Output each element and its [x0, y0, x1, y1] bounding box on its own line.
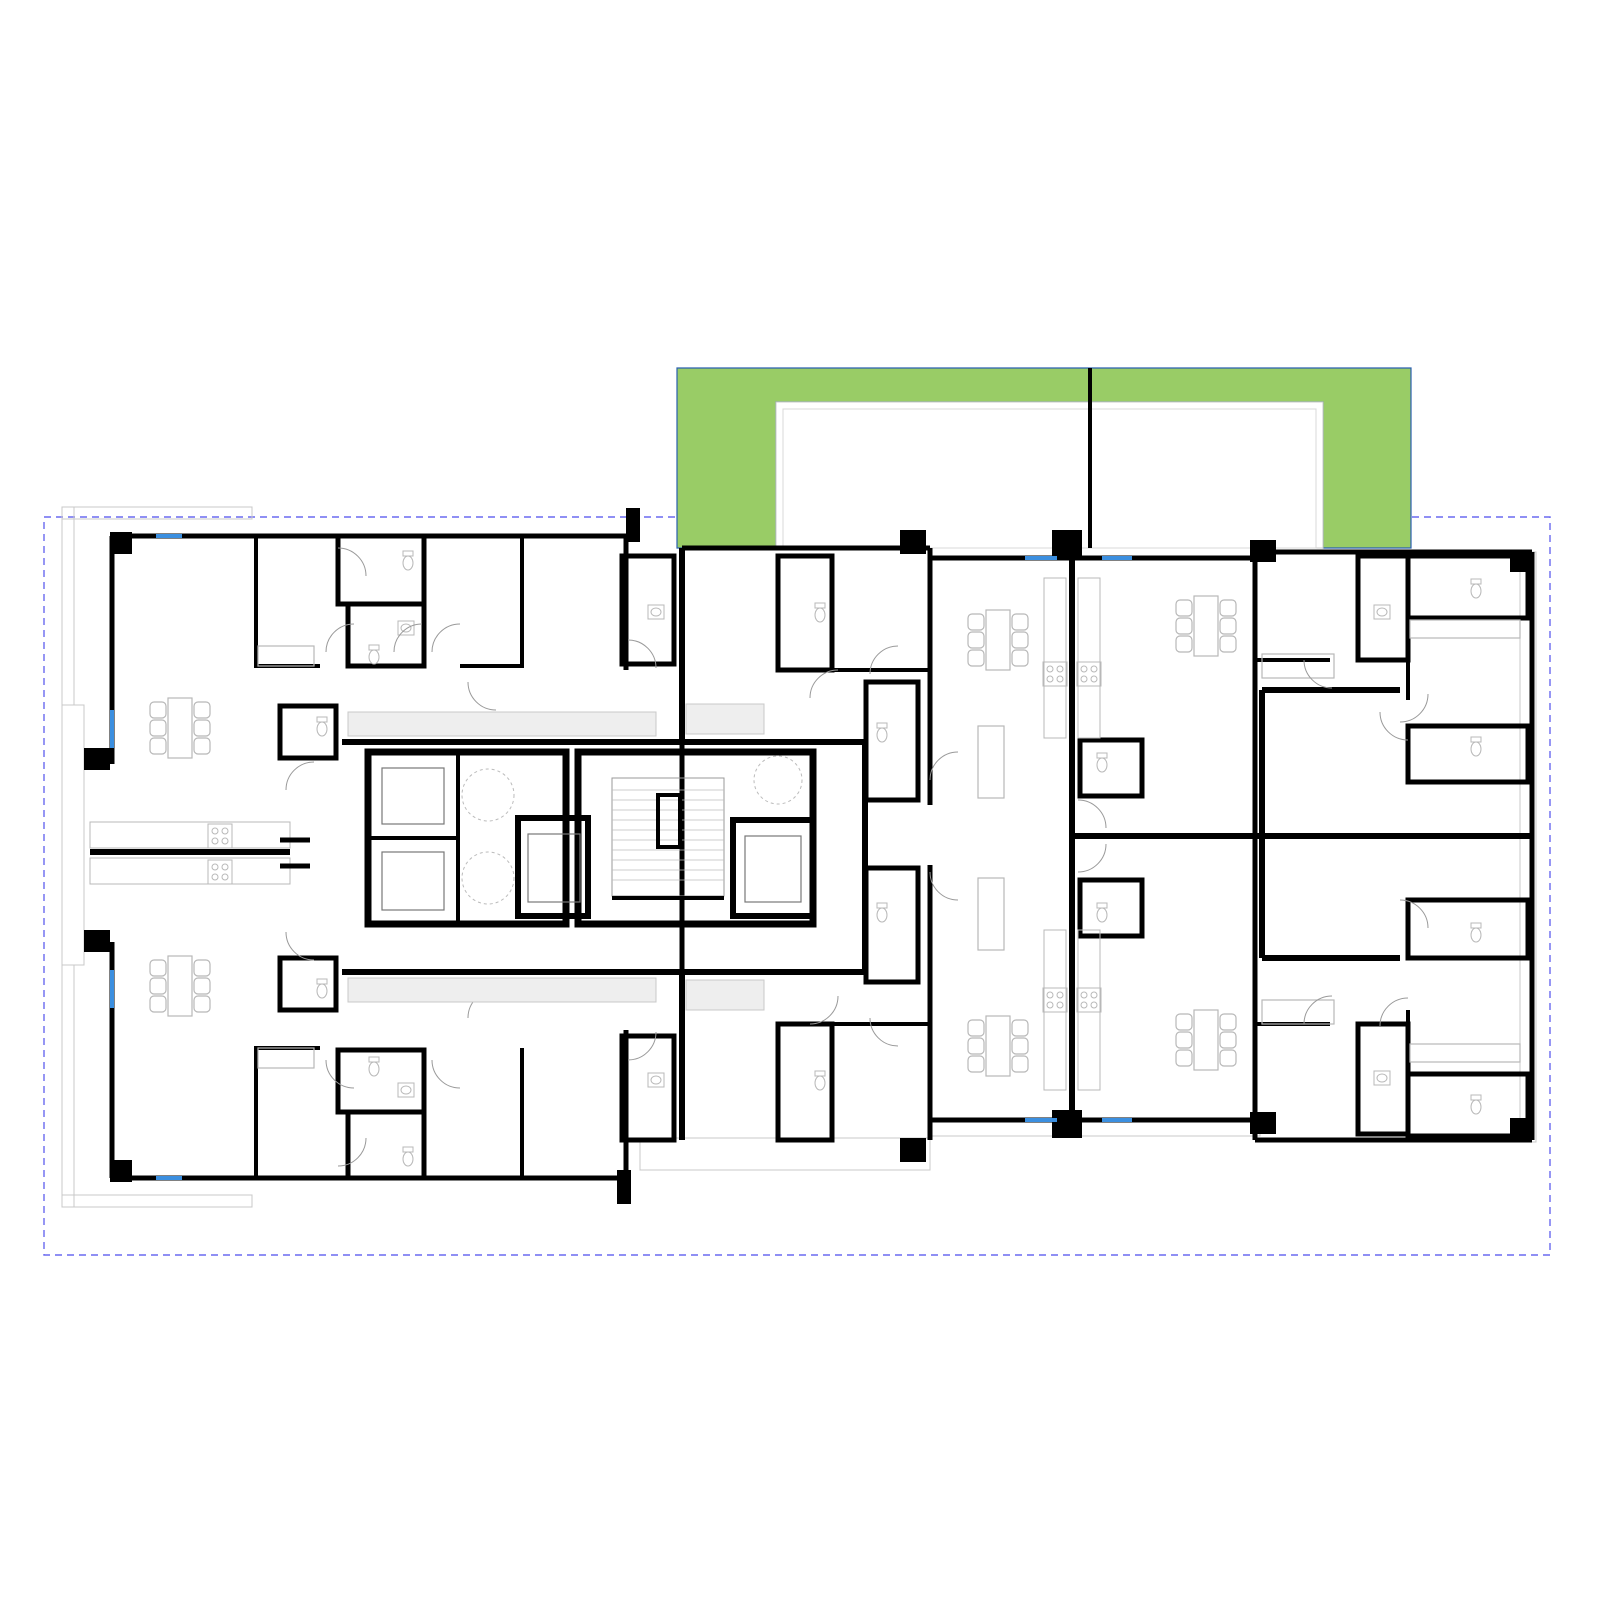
elevator-1 — [381, 767, 445, 825]
wardrobes — [347, 703, 765, 1011]
kitchens — [89, 577, 1102, 1091]
elevator-3 — [744, 835, 802, 903]
elevator-2 — [381, 851, 445, 911]
corridor-walls — [90, 739, 1530, 975]
site-boundary — [43, 516, 1551, 1256]
structural-columns — [84, 508, 1532, 1204]
green-roof — [676, 367, 1412, 549]
party-walls — [679, 548, 1400, 1140]
sofas — [977, 725, 1005, 951]
bathroom-walls — [277, 533, 1531, 1181]
balcony-right — [639, 551, 1537, 1171]
lobby-walls — [280, 837, 310, 869]
door-swings — [285, 547, 1429, 1167]
bathroom-fixtures — [316, 550, 1482, 1167]
beds — [257, 619, 1521, 1069]
balcony-left — [61, 506, 253, 1208]
exterior-walls — [109, 533, 1535, 1181]
glazing — [110, 534, 1132, 1180]
stair-core — [364, 748, 817, 928]
interior-partitions — [254, 536, 1410, 1180]
